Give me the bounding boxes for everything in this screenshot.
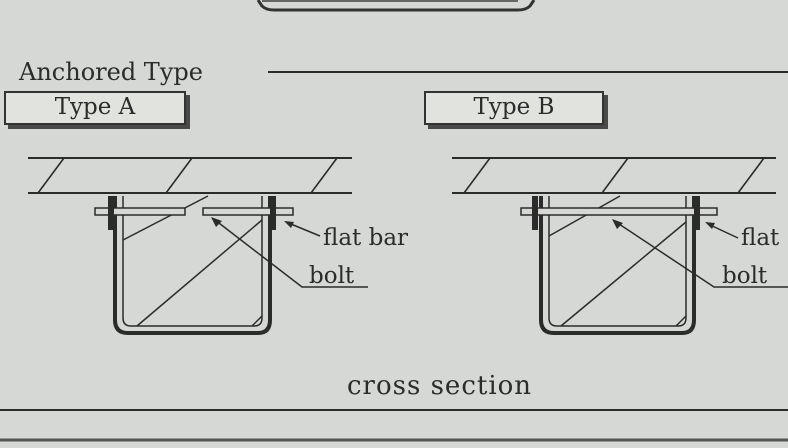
slab-hatch — [37, 157, 338, 194]
type-b-label: Type B — [473, 94, 555, 120]
type-b-label-box: Type B — [424, 91, 604, 125]
type-b-bolt-label: bolt — [722, 263, 768, 289]
leader-bolt — [615, 221, 788, 288]
frame-remnant — [256, 0, 536, 12]
type-a-flat-bar-label: flat bar — [323, 225, 409, 251]
bolt-left — [532, 196, 538, 230]
figure-caption: cross section — [347, 371, 533, 401]
slab-hatch — [463, 157, 765, 194]
type-a-label: Type A — [54, 94, 136, 120]
channel-hatch — [122, 195, 263, 327]
type-b-drawing — [452, 157, 788, 335]
arrowhead — [211, 217, 222, 227]
leader-bolt — [214, 219, 368, 288]
bolt-left — [108, 196, 114, 230]
arrowhead — [705, 222, 715, 229]
bolt-right — [270, 196, 276, 230]
bolt-right — [694, 196, 700, 230]
channel-outer — [113, 196, 272, 335]
type-a-label-box: Type A — [4, 91, 186, 125]
type-a-drawing — [28, 157, 368, 335]
flat-bar — [520, 207, 718, 216]
channel-outer — [539, 196, 696, 335]
channel-inner — [122, 196, 263, 327]
section-heading: Anchored Type — [19, 58, 203, 86]
channel-inner — [548, 196, 687, 327]
flat-bar-left — [94, 207, 186, 216]
type-a-bolt-label: bolt — [309, 263, 355, 289]
flat-bar-right — [202, 207, 294, 216]
arrowhead — [284, 221, 294, 228]
channel-hatch — [548, 195, 687, 327]
type-b-flat-label: flat — [741, 225, 780, 251]
arrowhead — [612, 219, 623, 229]
